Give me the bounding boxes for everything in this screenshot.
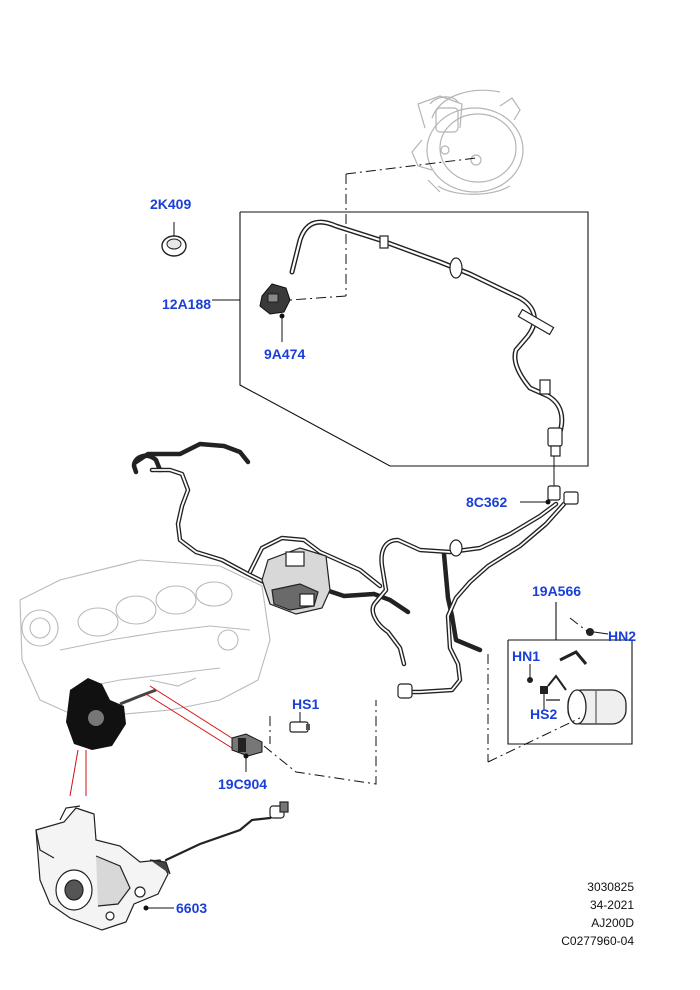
diagram-id: 3030825 <box>587 880 634 894</box>
red-leaders <box>69 685 239 797</box>
oil-pump-pipe <box>164 810 282 862</box>
pressure-sensor-9a474[interactable] <box>259 283 291 342</box>
label-leaders <box>299 706 545 722</box>
fastener-hs2[interactable] <box>540 686 548 706</box>
callout-9a474[interactable]: 9A474 <box>264 346 306 362</box>
oil-pump-location <box>66 678 157 750</box>
hose-fittings <box>379 235 563 457</box>
connector-8c362[interactable] <box>520 456 561 505</box>
canister-19a566[interactable] <box>546 650 627 725</box>
frame-12a188 <box>212 211 589 467</box>
diagram-date: 34-2021 <box>589 898 634 912</box>
vacuum-harness[interactable] <box>131 441 567 695</box>
link-lines-top <box>289 157 477 301</box>
callout-19c904[interactable]: 19C904 <box>218 776 268 792</box>
engine-code: AJ200D <box>591 916 634 930</box>
callout-19a566[interactable]: 19A566 <box>532 583 582 599</box>
oil-pump-6603[interactable] <box>35 805 171 931</box>
fastener-hn1[interactable] <box>527 664 533 683</box>
callout-hn2[interactable]: HN2 <box>608 628 637 644</box>
link-lines-bottom <box>263 700 377 785</box>
vacuum-harness-inner <box>151 469 565 693</box>
leader-6603 <box>143 905 174 911</box>
callout-hs2[interactable]: HS2 <box>530 706 558 722</box>
brake-booster <box>411 89 524 195</box>
callout-12a188[interactable]: 12A188 <box>162 296 212 312</box>
callout-hs1[interactable]: HS1 <box>292 696 320 712</box>
oil-pump-sensor-plug <box>269 801 289 819</box>
frame-19a566 <box>507 602 633 745</box>
callout-2k409[interactable]: 2K409 <box>150 196 192 212</box>
fastener-hn2[interactable] <box>586 628 609 636</box>
callout-6603[interactable]: 6603 <box>176 900 208 916</box>
vacuum-hose-inner <box>290 221 563 446</box>
callout-8c362[interactable]: 8C362 <box>466 494 508 510</box>
vacuum-hose-12a188[interactable] <box>289 219 565 447</box>
link-lines-right <box>487 617 589 763</box>
catalog-ref: C0277960-04 <box>561 934 634 948</box>
screw-hs1[interactable] <box>289 721 310 733</box>
vacuum-valve-block <box>261 491 579 699</box>
oil-pressure-sensor-19c904[interactable] <box>231 733 263 772</box>
grommet-2k409[interactable] <box>161 222 187 257</box>
callout-hn1[interactable]: HN1 <box>512 648 541 664</box>
